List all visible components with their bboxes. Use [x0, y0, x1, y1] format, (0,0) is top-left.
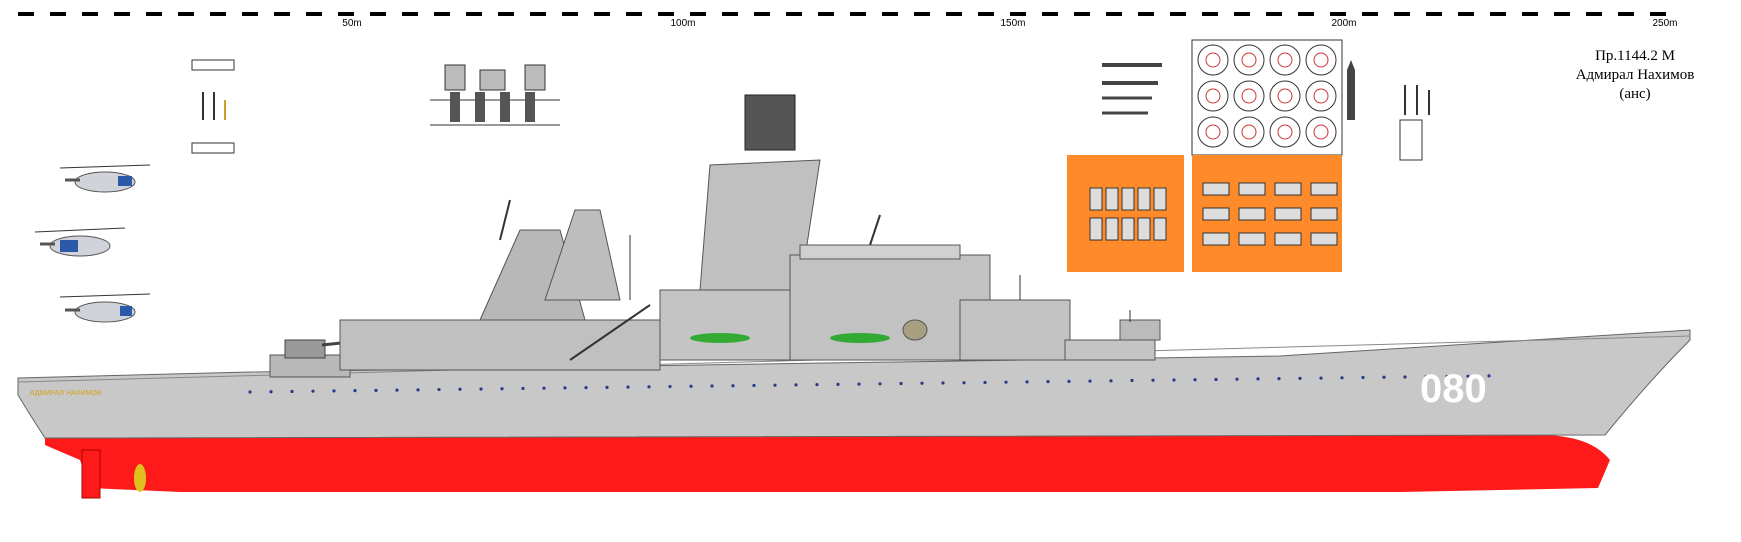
scale-label-50m: 50m: [342, 18, 362, 29]
hull-number: 080: [1420, 367, 1487, 411]
scale-label-100m: 100m: [670, 18, 696, 29]
ship-name-plate: АДМИРАЛ НАХИМОВ: [30, 390, 102, 397]
scale-bar: [18, 12, 1675, 16]
helicopter-1: [59, 164, 151, 193]
vls-grid-detail: [1191, 39, 1343, 156]
scale-label-200m: 200m: [1331, 18, 1357, 29]
author-tag: (анс): [1619, 86, 1651, 102]
launcher-detail-left: [191, 59, 235, 154]
helicopter-3: [59, 293, 151, 323]
gun-mount-detail: [430, 64, 560, 126]
scale-label-250m: 250m: [1652, 18, 1678, 29]
project-number: Пр.1144.2 М: [1595, 48, 1675, 64]
launcher-detail-right: [1399, 85, 1430, 161]
missile-detail: [1102, 63, 1162, 115]
orange-panel-left: [1067, 155, 1184, 272]
ship-hull: [17, 329, 1691, 499]
superstructure: [269, 94, 1161, 378]
ship-name: Адмирал Нахимов: [1575, 67, 1695, 83]
helicopter-2: [34, 227, 126, 257]
orange-panel-right: [1192, 155, 1342, 272]
scale-label-150m: 150m: [1000, 18, 1026, 29]
drawing-title: Пр.1144.2 М Адмирал Нахимов (анс): [1545, 47, 1725, 104]
vertical-missile-detail: [1347, 60, 1355, 120]
